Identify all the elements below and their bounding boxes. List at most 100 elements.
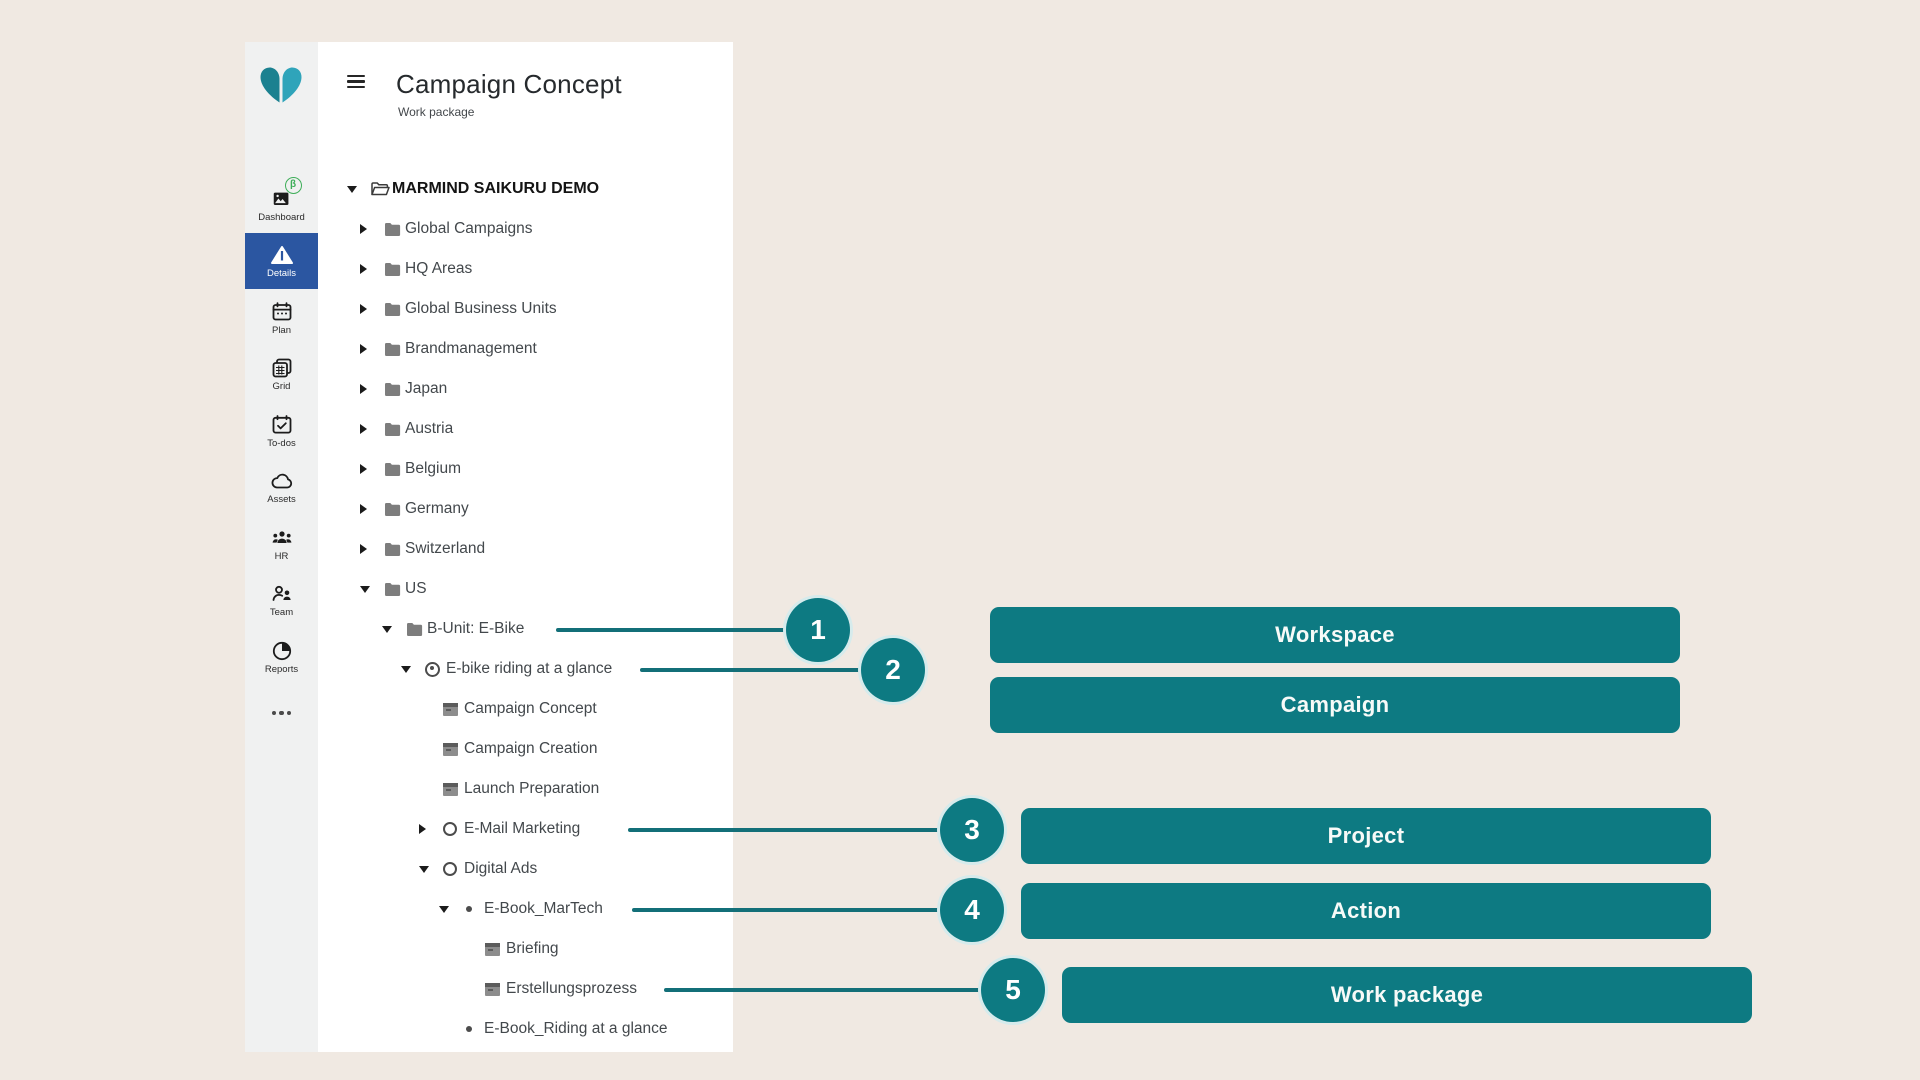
tree-row-brandmanagement[interactable]: Brandmanagement [318,329,733,369]
grid-calendar-icon [269,356,295,380]
tree-panel: Campaign Concept Work package MARMIND SA… [318,42,733,1052]
caret-right-icon[interactable] [360,224,384,234]
sidebar-item-label: Assets [267,494,296,505]
folder-icon [384,422,405,436]
sidebar-item-grid[interactable]: Grid [245,346,318,403]
caret-down-icon[interactable] [439,905,463,913]
action-bullet-icon [463,906,484,912]
folder-icon [384,222,405,236]
tree-row-label: Germany [405,500,469,517]
tree-row-label: Briefing [506,940,559,957]
sidebar-item-label: Dashboard [258,211,305,223]
tree-row-b-unit-e-bike[interactable]: B-Unit: E-Bike [318,609,733,649]
caret-right-icon[interactable] [360,344,384,354]
logo-right-petal [282,67,302,103]
tree-row-launch-preparation[interactable]: Launch Preparation [318,769,733,809]
project-circle-icon [443,862,464,876]
caret-right-icon[interactable] [360,504,384,514]
connector-line-5 [664,988,1013,992]
hamburger-menu-icon[interactable] [347,75,365,88]
caret-down-icon[interactable] [382,625,406,633]
action-bullet-icon [463,1026,484,1032]
sidebar-item-details[interactable]: Details [245,232,318,289]
tree-row-us[interactable]: US [318,569,733,609]
legend-project: Project [1021,808,1711,864]
folder-open-icon [371,182,392,196]
caret-right-icon[interactable] [360,264,384,274]
tree-row-e-book-riding-at-a-glance[interactable]: E-Book_Riding at a glance [318,1009,733,1049]
beta-badge: β [284,176,302,194]
sidebar-item-label: HR [274,550,289,562]
tree-row-label: Launch Preparation [464,780,600,797]
tree-row-digital-ads[interactable]: Digital Ads [318,849,733,889]
more-ellipsis-icon [269,701,295,725]
caret-right-icon[interactable] [360,544,384,554]
caret-down-icon[interactable] [360,585,384,593]
sidebar-item-plan[interactable]: Plan [245,289,318,346]
workspace-tree: MARMIND SAIKURU DEMO Global Campaigns HQ A… [318,169,733,1049]
tree-row-label: Digital Ads [464,860,538,877]
tree-row-label: Austria [405,420,454,437]
sidebar-item-assets[interactable]: Assets [245,459,318,516]
tree-row-e-book-martech[interactable]: E-Book_MarTech [318,889,733,929]
tree-row-global-campaigns[interactable]: Global Campaigns [318,209,733,249]
tree-row-label: Belgium [405,460,461,477]
tree-row-e-mail-marketing[interactable]: E-Mail Marketing [318,809,733,849]
caret-down-icon[interactable] [347,185,371,193]
caret-right-icon[interactable] [419,824,443,834]
tree-row-campaign-creation[interactable]: Campaign Creation [318,729,733,769]
tree-row-belgium[interactable]: Belgium [318,449,733,489]
work-package-icon [485,982,506,996]
work-package-icon [485,942,506,956]
sidebar-item-label: Team [269,607,294,618]
callout-badge-1: 1 [786,598,850,662]
marmind-logo[interactable] [256,62,306,108]
tree-row-austria[interactable]: Austria [318,409,733,449]
caret-right-icon[interactable] [360,384,384,394]
caret-right-icon[interactable] [360,304,384,314]
dashboard-image-icon: β [269,176,302,211]
tree-row-germany[interactable]: Germany [318,489,733,529]
tree-row-japan[interactable]: Japan [318,369,733,409]
tree-row-label: Switzerland [405,540,486,557]
callout-badge-2: 2 [861,638,925,702]
sidebar-item-label: Plan [271,324,291,336]
sidebar-item-team[interactable]: Team [245,572,318,629]
tree-row-label: E-Book_Riding at a glance [484,1020,668,1037]
tree-row-label: Global Campaigns [405,220,533,237]
tree-row-marmind-saikuru-demo[interactable]: MARMIND SAIKURU DEMO [318,169,733,209]
callout-badge-3: 3 [940,798,1004,862]
sidebar-item-reports[interactable]: Reports [245,628,318,685]
sidebar-item-label: Reports [264,663,299,675]
sidebar-item-hr[interactable]: HR [245,515,318,572]
tree-row-global-business-units[interactable]: Global Business Units [318,289,733,329]
sidebar-item-to-dos[interactable]: To-dos [245,402,318,459]
tree-row-campaign-concept[interactable]: Campaign Concept [318,689,733,729]
caret-down-icon[interactable] [419,865,443,873]
callout-badge-5: 5 [981,958,1045,1022]
connector-line-1 [556,628,818,632]
tree-row-label: E-bike riding at a glance [446,660,613,677]
callout-badge-4: 4 [940,878,1004,942]
assets-cloud-icon [269,469,295,493]
project-circle-icon [443,822,464,836]
sidebar-item-more[interactable] [245,685,318,742]
tree-row-hq-areas[interactable]: HQ Areas [318,249,733,289]
tree-row-switzerland[interactable]: Switzerland [318,529,733,569]
tree-row-erstellungsprozess[interactable]: Erstellungsprozess [318,969,733,1009]
caret-right-icon[interactable] [360,424,384,434]
tree-row-briefing[interactable]: Briefing [318,929,733,969]
folder-icon [384,382,405,396]
tree-row-label: Global Business Units [405,300,557,317]
caret-down-icon[interactable] [401,665,425,673]
folder-icon [406,622,427,636]
folder-icon [384,542,405,556]
legend-work-package: Work package [1062,967,1752,1023]
caret-right-icon[interactable] [360,464,384,474]
tree-row-e-bike-riding-at-a-glance[interactable]: E-bike riding at a glance [318,649,733,689]
folder-icon [384,262,405,276]
tree-row-label: E-Book_MarTech [484,900,603,917]
